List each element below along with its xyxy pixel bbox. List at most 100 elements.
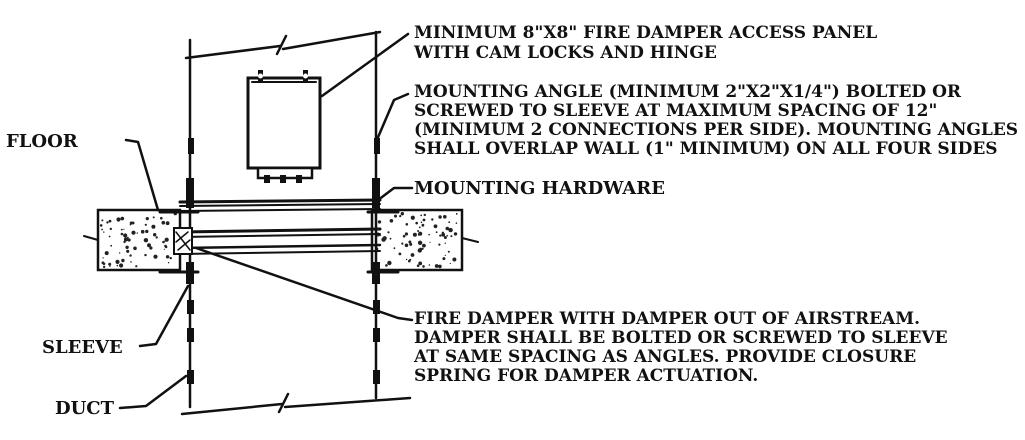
leader-sleeve [138,284,190,348]
aggregate-dot [444,254,446,256]
aggregate-dot [409,242,413,246]
note-access-panel: MINIMUM 8"X8" FIRE DAMPER ACCESS PANEL W… [413,23,877,63]
aggregate-dot [404,243,409,248]
concrete-aggregate-left [99,211,177,269]
aggregate-dot [422,265,425,268]
aggregate-dot [109,227,113,231]
aggregate-dot [119,263,124,268]
aggregate-dot [398,252,402,256]
aggregate-dot [408,240,412,244]
aggregate-dot [448,221,451,224]
aggregate-dot [431,218,434,221]
aggregate-dot [155,236,158,239]
aggregate-dot [428,233,431,236]
note-fire-damper-line: FIRE DAMPER WITH DAMPER OUT OF AIRSTREAM… [414,309,920,329]
aggregate-dot [455,222,458,224]
aggregate-dot [447,250,450,253]
aggregate-dot [169,256,172,260]
note-mounting-angle-line: (MINIMUM 2 CONNECTIONS PER SIDE). MOUNTI… [414,120,1018,140]
aggregate-dot [110,244,113,247]
aggregate-dot [153,254,158,259]
aggregate-dot [452,257,457,262]
aggregate-dot [389,219,394,223]
aggregate-dot [101,228,103,231]
aggregate-dot [402,234,406,238]
leader-mounting-angle [374,92,410,144]
aggregate-dot [450,235,453,238]
aggregate-dot [405,223,409,226]
aggregate-dot [131,221,135,225]
aggregate-dot [123,233,128,238]
aggregate-dot [145,217,149,221]
aggregate-dot [123,228,125,230]
note-mounting-angle-line: SHALL OVERLAP WALL (1" MINIMUM) ON ALL F… [414,139,998,159]
aggregate-dot [144,223,147,226]
aggregate-dot [410,253,415,257]
aggregate-dot [151,224,156,229]
aggregate-dot [448,227,453,233]
aggregate-dot [104,251,109,256]
aggregate-dot [394,214,397,218]
aggregate-dot [404,232,408,236]
aggregate-dot [127,238,131,242]
aggregate-dot [160,216,163,220]
aggregate-dot [377,220,382,224]
aggregate-dot [153,233,157,237]
aggregate-dot [164,240,166,242]
aggregate-dot [163,248,165,250]
aggregate-dot [165,255,170,259]
aggregate-dot [120,216,125,221]
aggregate-dot [129,223,132,226]
duct-bottom-break-line [180,392,412,416]
access-panel [246,70,322,183]
aggregate-dot [409,258,412,261]
aggregate-dot [102,257,104,259]
aggregate-dot [101,261,105,265]
aggregate-dot [418,231,423,236]
note-mounting-angle: MOUNTING ANGLE (MINIMUM 2"X2"X1/4") BOLT… [414,82,1018,159]
aggregate-dot [99,224,103,227]
note-fire-damper: FIRE DAMPER WITH DAMPER OUT OF AIRSTREAM… [413,309,948,386]
aggregate-dot [382,236,387,241]
aggregate-dot [416,264,420,268]
aggregate-dot [130,261,132,263]
aggregate-dot [143,238,149,243]
aggregate-dot [443,215,447,219]
aggregate-dot [121,258,125,263]
aggregate-dot [135,265,138,268]
aggregate-dot [102,265,106,269]
aggregate-dot [429,241,431,243]
aggregate-dot [164,245,168,249]
aggregate-dot [422,243,426,248]
aggregate-dot [421,247,424,250]
access-panel-door [246,76,322,170]
aggregate-dot [131,230,136,235]
aggregate-dot [434,264,439,268]
aggregate-dot [106,221,109,224]
aggregate-dot [418,226,421,229]
aggregate-dot [167,262,170,264]
aggregate-dot [119,252,121,254]
aggregate-dot [420,214,423,217]
aggregate-dot [393,247,396,250]
floor-slab [83,208,479,272]
aggregate-dot [136,232,138,234]
aggregate-dot [152,216,155,219]
aggregate-dot [449,262,451,265]
aggregate-dot [417,230,420,232]
aggregate-dot [108,219,112,223]
aggregate-dot [446,234,449,237]
aggregate-dot [441,232,446,237]
aggregate-dot [108,262,112,266]
aggregate-dot [422,218,426,222]
aggregate-dot [417,248,422,253]
aggregate-dot [453,232,458,236]
cam-lock-icon [258,70,308,82]
aggregate-dot [438,215,442,219]
aggregate-dot [385,264,388,267]
aggregate-dot [123,237,128,242]
leader-duct [118,374,188,410]
aggregate-dot [140,229,145,234]
aggregate-dot [435,231,438,234]
